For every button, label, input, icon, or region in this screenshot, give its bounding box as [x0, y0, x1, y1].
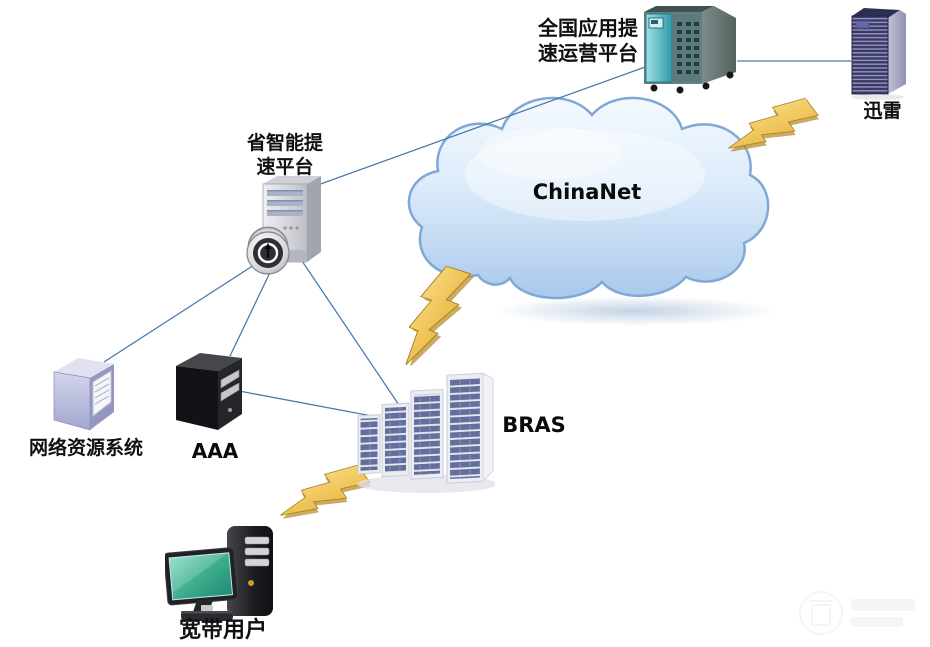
bras-racks-icon: [357, 372, 495, 493]
broadband-user-pc-icon: [165, 526, 273, 621]
aaa-label: AAA: [191, 439, 239, 463]
cloud-gloss: [465, 129, 705, 221]
national-platform-label: 全国应用提 速运营平台: [523, 16, 653, 66]
watermark: [799, 591, 915, 635]
provincial-platform-label-line1: 省智能提: [246, 132, 323, 154]
xunlei-server-icon: [851, 8, 906, 100]
cloud-shape: [407, 96, 770, 300]
line-provincial-bras: [299, 257, 400, 406]
network-resource-server-icon: [53, 358, 114, 431]
aaa-server-icon: [176, 353, 242, 430]
provincial-platform-label: 省智能提 速平台: [225, 131, 345, 179]
line-provincial-national: [314, 65, 649, 187]
cloud-gloss-2: [478, 127, 622, 179]
network-resource-label: 网络资源系统: [28, 437, 143, 459]
national-platform-label-line1: 全国应用提: [538, 16, 638, 40]
line-aaa-bras: [238, 390, 373, 417]
lock-icon: [246, 226, 290, 275]
chinanet-cloud: [407, 96, 777, 326]
national-platform-server-icon: [644, 6, 736, 94]
cloud-label: ChinaNet: [532, 180, 642, 204]
national-platform-label-line2: 速运营平台: [538, 41, 638, 65]
xunlei-label: 迅雷: [863, 100, 902, 122]
line-provincial-aaa: [229, 259, 277, 357]
lightning-bolt-cloud-bras: [405, 265, 474, 369]
line-provincial-network-resource: [103, 255, 269, 363]
provincial-platform-label-line2: 速平台: [256, 156, 314, 178]
lightning-bolt-bras-broadband: [280, 464, 371, 520]
broadband-user-label: 宽带用户: [178, 617, 267, 643]
cloud-shadow: [493, 296, 777, 326]
lightning-bolt-cloud-xunlei: [728, 97, 819, 153]
bras-label: BRAS: [502, 413, 566, 437]
